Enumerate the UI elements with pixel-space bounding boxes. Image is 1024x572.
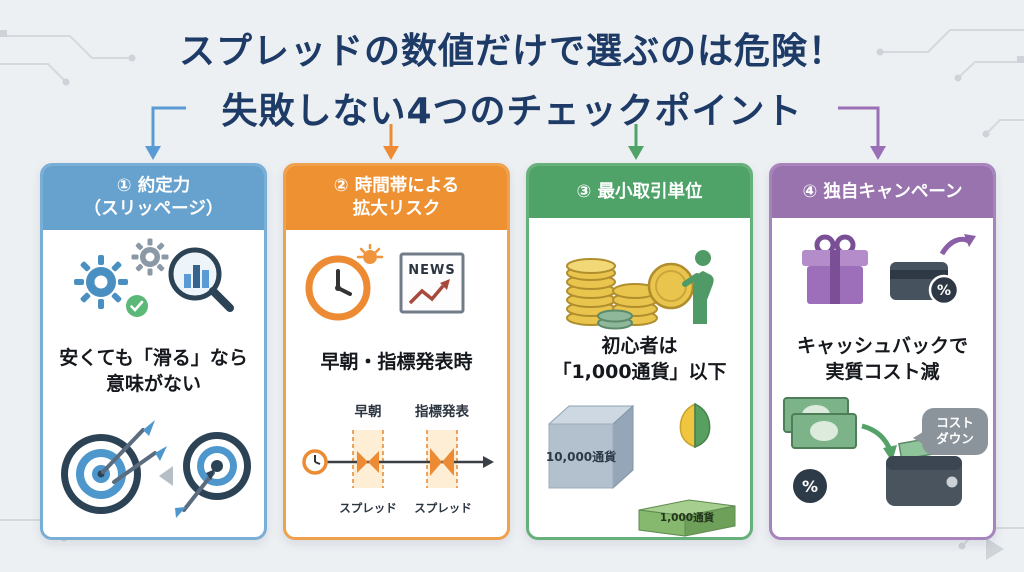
timeline-morning-label: 早朝: [354, 404, 382, 420]
chevron-left-icon: [159, 466, 173, 486]
card1-header: ① 約定力 （スリッページ）: [43, 166, 264, 230]
timeline-spread-label-1: スプレッド: [339, 501, 397, 515]
spread-timeline: 早朝 指標発表: [297, 400, 494, 532]
percent-circle: %: [802, 477, 818, 496]
lot-1000-box: 1,000通貨: [631, 494, 743, 537]
gear-small-icon: [131, 238, 169, 276]
lot-1000-label: 1,000通貨: [659, 512, 715, 524]
timeline-news-label: 指標発表: [415, 404, 469, 420]
card2-caption: 早朝・指標発表時: [320, 351, 473, 373]
card-campaign: ④ 独自キャンペーン % キャッシュバックで 実質コ: [769, 163, 996, 540]
gift-icon: [802, 234, 868, 304]
card1-caption: 安くても「滑る」なら 意味がない: [59, 347, 248, 395]
card-min-unit: ③ 最小取引単位: [526, 163, 753, 540]
magnifier-chart-icon: [168, 247, 234, 312]
card-time-risk: ② 時間帯による 拡大リスク: [283, 163, 510, 540]
coins-icon: [566, 250, 714, 330]
card-execution-power: ① 約定力 （スリッページ）: [40, 163, 267, 540]
checkpoint-cards: ① 約定力 （スリッページ）: [40, 163, 996, 540]
card3-header: ③ 最小取引単位: [529, 166, 750, 218]
page-title: スプレッドの数値だけで選ぶのは危険！ 失敗しない4つのチェックポイント: [0, 22, 1024, 134]
cost-down-illustration: %: [783, 397, 962, 506]
target-large-icon: [61, 420, 167, 514]
news-label: NEWS: [408, 263, 455, 278]
title-line-2: 失敗しない4つのチェックポイント: [221, 91, 803, 132]
watermark-triangle: [986, 538, 1004, 560]
clock-icon: [305, 244, 384, 321]
card1-body: 安くても「滑る」なら 意味がない: [43, 230, 264, 537]
card2-header: ② 時間帯による 拡大リスク: [286, 166, 507, 230]
card2-body: NEWS 早朝・指標発表時 早朝 指標発表: [286, 230, 507, 537]
cashback-card-icon: %: [890, 234, 976, 306]
card4-caption: キャッシュバックで 実質コスト減: [796, 335, 968, 383]
gear-large-icon: [74, 255, 128, 309]
timeline-axis: [302, 430, 494, 488]
beginner-mark-icon: [679, 402, 711, 448]
card3-body: 初心者は 「1,000通貨」以下 10,000通貨: [529, 218, 750, 537]
target-small-icon: [175, 432, 251, 518]
timeline-spread-label-2: スプレッド: [414, 501, 472, 515]
card4-header: ④ 独自キャンペーン: [772, 166, 993, 218]
percent-badge: %: [937, 283, 951, 299]
check-circle-icon: [126, 295, 148, 317]
card4-body: % キャッシュバックで 実質コスト減 % コス: [772, 218, 993, 537]
card3-caption: 初心者は 「1,000通貨」以下: [552, 335, 727, 383]
lot-10000-cube: 10,000通貨: [543, 390, 639, 494]
slab-icon: [638, 499, 736, 537]
title-line-1: スプレッドの数値だけで選ぶのは危険！: [178, 31, 845, 72]
news-icon: NEWS: [399, 252, 465, 314]
lot-10000-label: 10,000通貨: [545, 450, 617, 464]
cost-down-bubble: コスト ダウン: [913, 408, 988, 455]
cube-icon: [547, 404, 635, 490]
